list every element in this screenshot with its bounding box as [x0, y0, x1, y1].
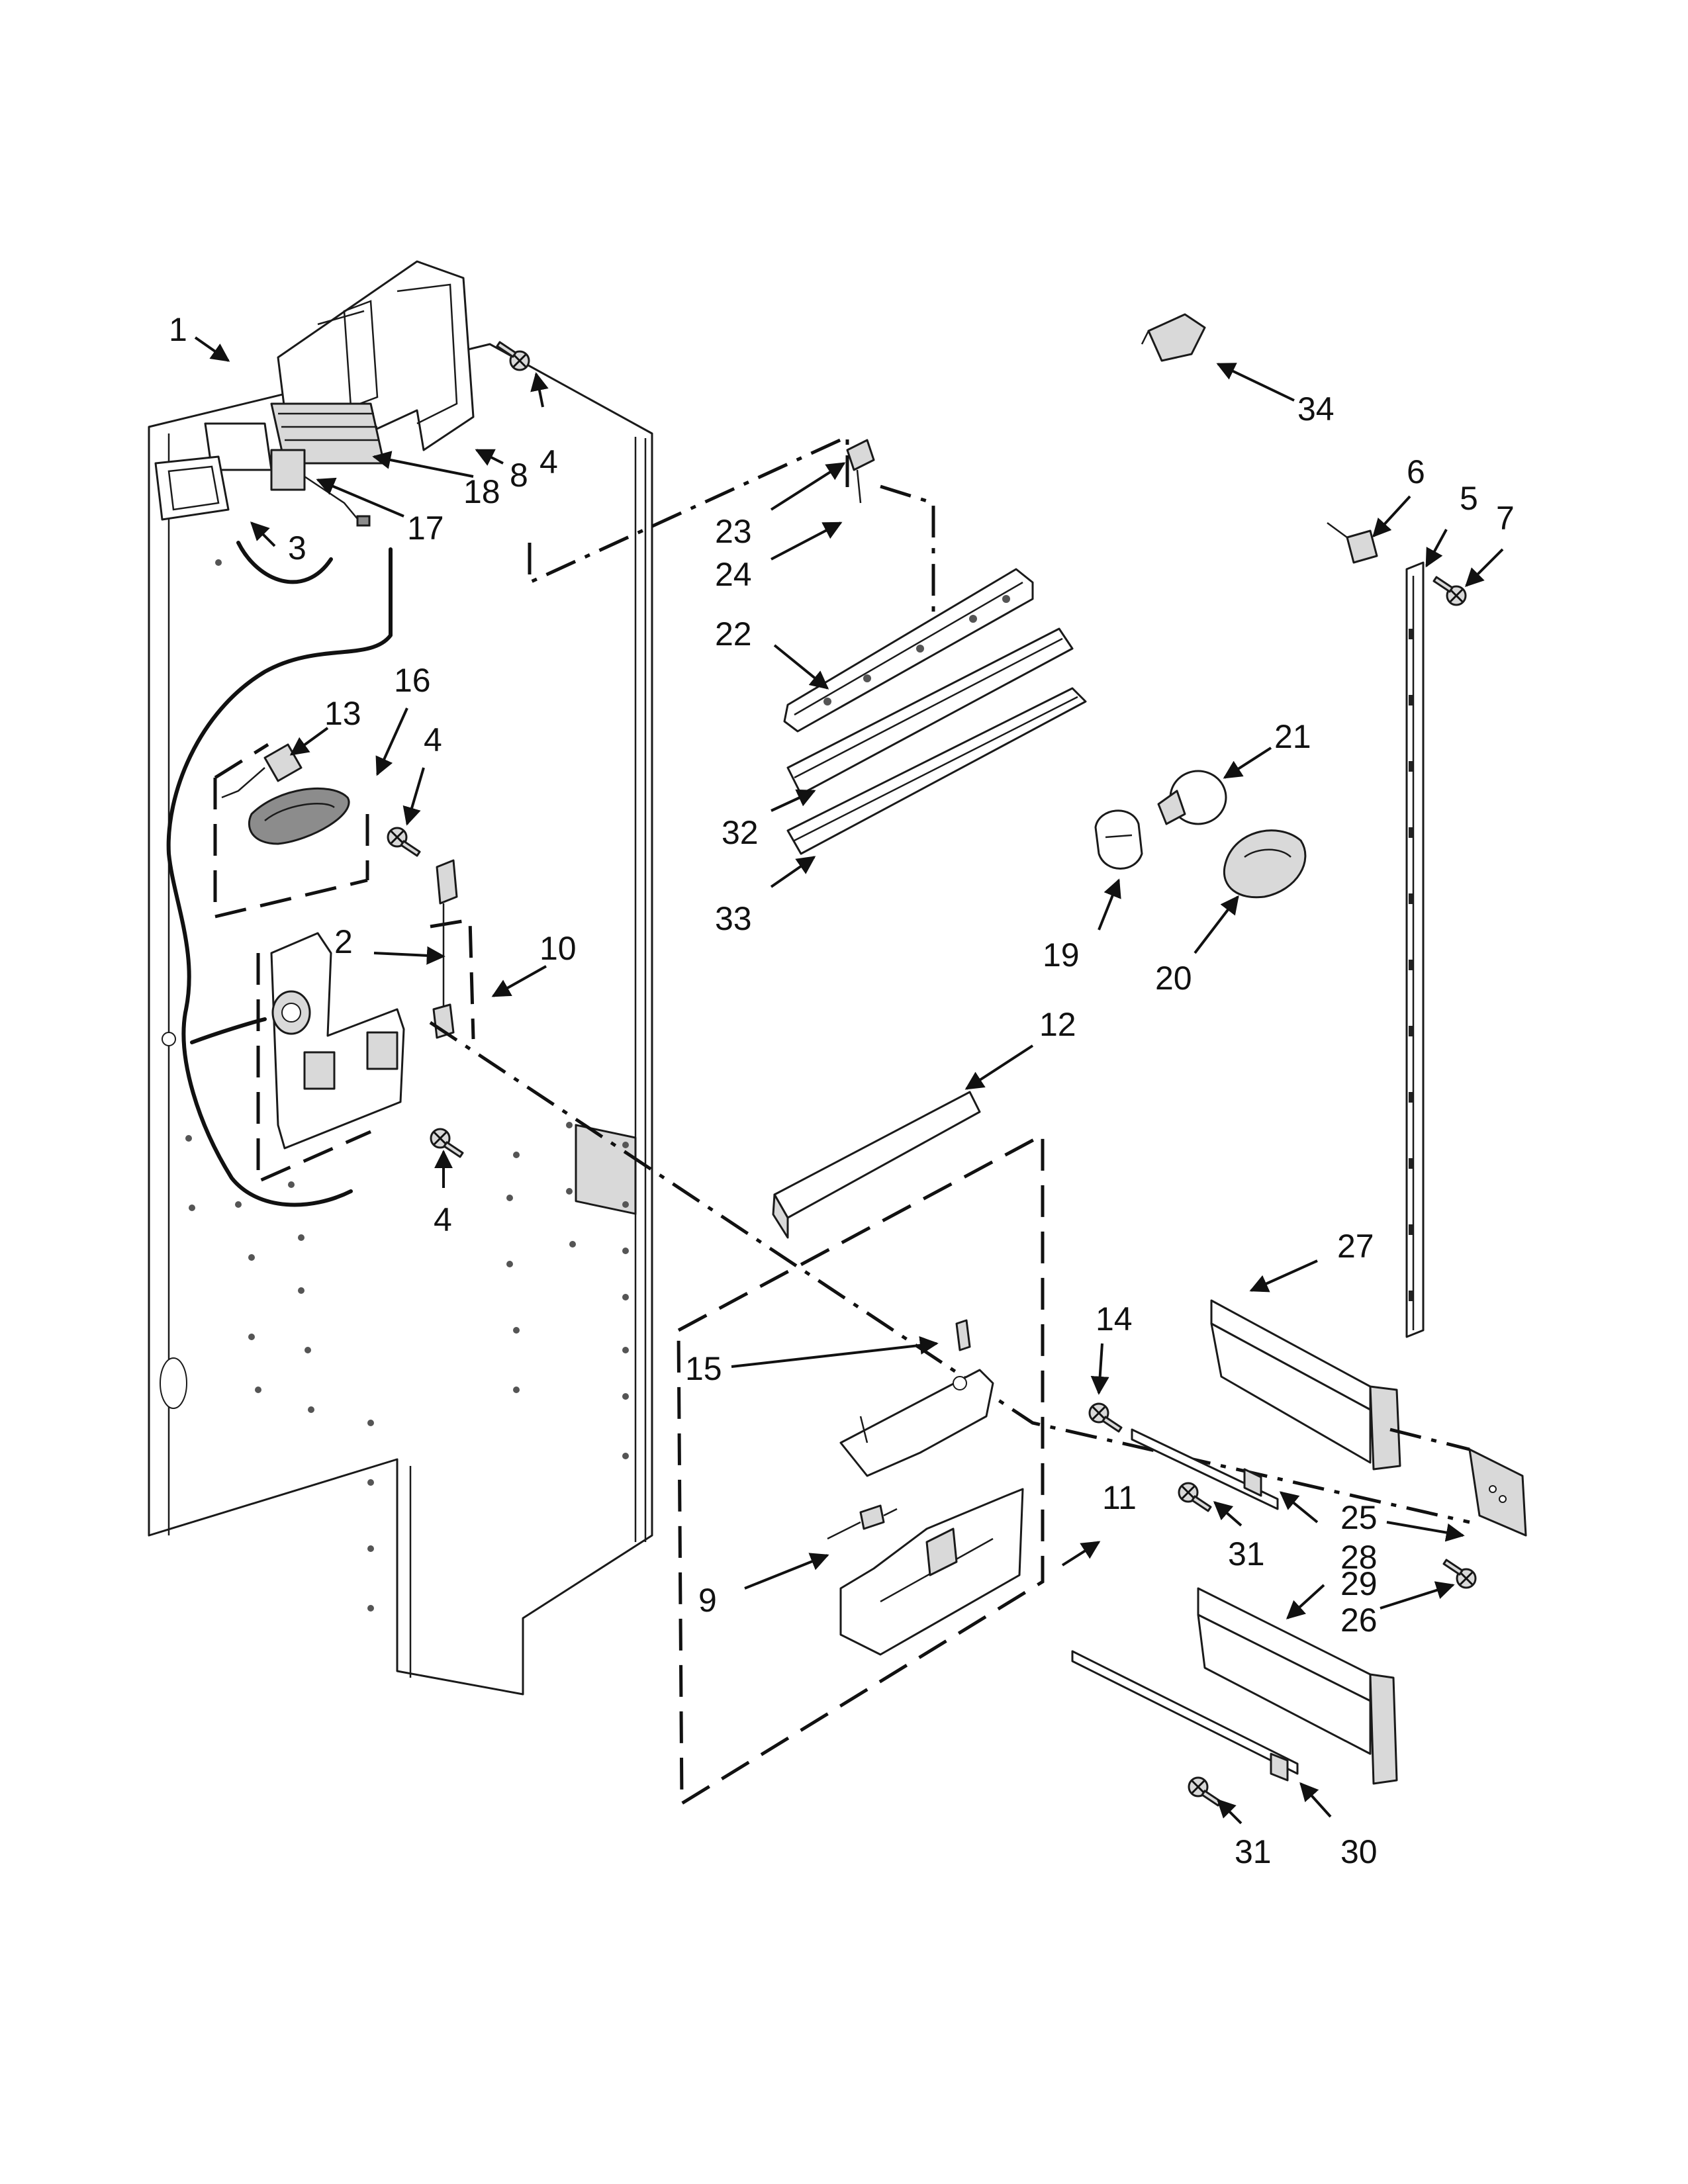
callout-9: 9 — [698, 1582, 717, 1619]
callout-24: 24 — [715, 556, 752, 593]
screw-14 — [1088, 1402, 1123, 1433]
cover-12 — [772, 1091, 981, 1239]
callout-2: 2 — [334, 923, 353, 960]
callout-26: 26 — [1340, 1602, 1378, 1639]
callout-16: 16 — [394, 662, 431, 699]
handle-25 — [1468, 1448, 1527, 1537]
rail-28 — [1131, 1428, 1279, 1510]
callout-8: 8 — [510, 457, 528, 494]
clip-34 — [1141, 313, 1206, 362]
callout-18: 18 — [463, 473, 500, 510]
callout-31b: 31 — [1235, 1833, 1272, 1870]
callout-12: 12 — [1039, 1006, 1076, 1043]
clip-6 — [1327, 522, 1378, 564]
callout-33: 33 — [715, 900, 752, 937]
light-housing-22 — [783, 568, 1034, 733]
callout-32: 32 — [722, 814, 759, 851]
callout-30: 30 — [1340, 1833, 1378, 1870]
callout-1: 1 — [169, 311, 187, 348]
callout-20: 20 — [1155, 960, 1192, 997]
callout-labels: 1 2 3 4 4 4 5 6 7 8 9 10 11 12 13 14 15 … — [169, 311, 1515, 1870]
callout-6: 6 — [1407, 453, 1425, 490]
lens-33 — [786, 687, 1087, 855]
rail-30 — [1071, 1650, 1299, 1782]
box-17 — [204, 422, 371, 527]
callout-4b: 4 — [424, 721, 442, 758]
callout-28: 28 — [1340, 1539, 1378, 1576]
callout-14: 14 — [1096, 1300, 1133, 1338]
mount-15 — [839, 1319, 994, 1477]
harness-9 — [827, 1504, 898, 1540]
callout-5: 5 — [1460, 480, 1478, 517]
screw-26 — [1442, 1559, 1477, 1589]
callout-17: 17 — [407, 510, 444, 547]
leader-lines — [194, 336, 1504, 1825]
callout-25: 25 — [1340, 1499, 1378, 1536]
shield-32 — [786, 627, 1074, 796]
callout-21: 21 — [1274, 718, 1311, 755]
screw-7 — [1432, 576, 1467, 606]
callout-7: 7 — [1496, 500, 1515, 537]
panel-27 — [1210, 1299, 1401, 1471]
callout-4c: 4 — [434, 1201, 452, 1238]
screw-31a — [1178, 1482, 1212, 1512]
callout-27: 27 — [1337, 1228, 1374, 1265]
callout-10: 10 — [539, 930, 577, 967]
callout-34: 34 — [1297, 390, 1335, 428]
box-11 — [839, 1488, 1024, 1656]
socket-19 — [1094, 809, 1143, 870]
callout-15: 15 — [685, 1350, 722, 1387]
callout-31a: 31 — [1228, 1535, 1265, 1572]
callout-3: 3 — [288, 529, 306, 567]
screw-31b — [1188, 1776, 1222, 1807]
panel-29 — [1197, 1587, 1398, 1785]
cover-20 — [1223, 829, 1307, 899]
callout-4a: 4 — [539, 443, 558, 480]
bulb-21 — [1157, 770, 1227, 825]
callout-13: 13 — [324, 695, 361, 732]
bracket-23 — [846, 439, 875, 504]
callout-19: 19 — [1043, 936, 1080, 974]
callout-23: 23 — [715, 513, 752, 550]
callout-22: 22 — [715, 615, 752, 653]
callout-29: 29 — [1340, 1565, 1378, 1602]
rail-5 — [1405, 561, 1425, 1338]
callout-11: 11 — [1102, 1479, 1137, 1516]
outlet-3 — [154, 455, 333, 584]
bracket-2 — [270, 859, 458, 1150]
